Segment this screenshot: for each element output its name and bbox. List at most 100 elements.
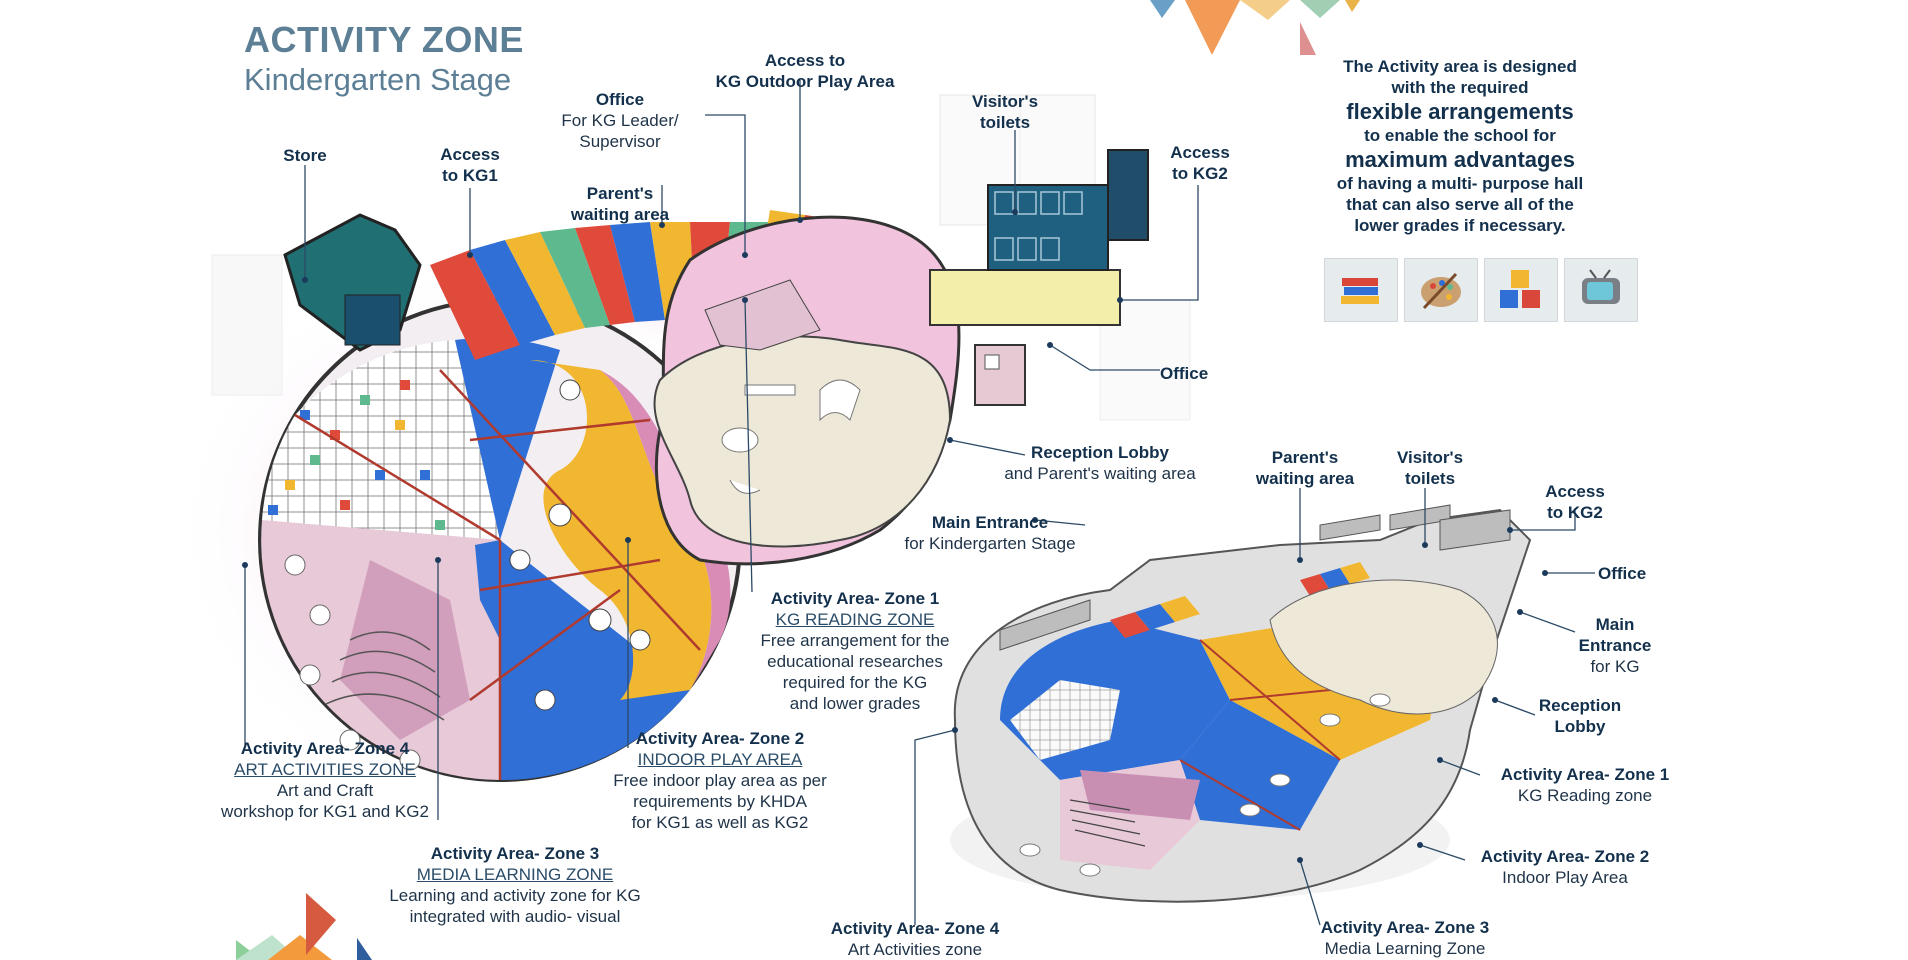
iso-label-zone-2: Activity Area- Zone 2 Indoor Play Area: [1465, 846, 1665, 888]
label-line: for KG: [1590, 657, 1640, 676]
iso-label-main-entrance: Main Entrance for KG: [1570, 614, 1660, 677]
label-line: toilets: [1404, 469, 1456, 488]
iso-leader-lines: [914, 488, 1595, 926]
label-line: Parent's: [586, 184, 654, 203]
label-line: Access: [1170, 143, 1230, 162]
label-line: Office: [1160, 364, 1209, 383]
label-line: waiting area: [1255, 469, 1355, 488]
label-line: Activity Area- Zone 4: [240, 739, 410, 758]
page-title-block: ACTIVITY ZONE Kindergarten Stage: [244, 18, 524, 98]
label-line: Activity Area- Zone 2: [1480, 847, 1650, 866]
page-title: ACTIVITY ZONE: [244, 19, 524, 60]
label-zone-1: Activity Area- Zone 1 KG READING ZONE Fr…: [735, 588, 975, 714]
label-zone-2: Activity Area- Zone 2 INDOOR PLAY AREA F…: [585, 728, 855, 833]
toilet-stalls: [994, 191, 1083, 261]
label-line: Supervisor: [579, 132, 661, 151]
abc-blocks-icon: [1484, 258, 1558, 322]
tv-icon: [1564, 258, 1638, 322]
label-line: For KG Leader/: [561, 111, 679, 130]
label-line: Main Entrance: [931, 513, 1049, 532]
label-line: Office: [595, 90, 645, 109]
label-line: Reception: [1538, 696, 1622, 715]
label-line: Visitor's: [1396, 448, 1464, 467]
media-round-tables: [284, 554, 421, 771]
label-store: Store: [275, 145, 335, 166]
label-line: Main: [1595, 615, 1635, 634]
label-line: for KG1 as well as KG2: [631, 813, 809, 832]
label-store-text: Store: [283, 146, 327, 165]
label-access-kg1: Access to KG1: [425, 144, 515, 186]
iso-walls: [999, 504, 1511, 651]
iso-seating: [1069, 799, 1146, 847]
label-line: required for the KG: [782, 673, 928, 692]
label-line: Access: [1545, 482, 1605, 501]
label-line: Access: [440, 145, 500, 164]
label-access-kg2: Access to KG2: [1155, 142, 1245, 184]
label-line: ART ACTIVITIES ZONE: [234, 760, 416, 779]
label-line: Lobby: [1554, 717, 1606, 736]
label-line: to KG2: [1172, 164, 1228, 183]
label-line: Visitor's: [971, 92, 1039, 111]
intro-line: to enable the school for: [1364, 126, 1556, 145]
label-line: to KG1: [442, 166, 498, 185]
intro-emphasis: maximum advantages: [1345, 147, 1575, 172]
art-grid-colored-cells: [268, 380, 445, 530]
label-office-top: Office For KG Leader/ Supervisor: [545, 89, 695, 152]
isometric-view: [950, 504, 1532, 903]
label-line: integrated with audio- visual: [409, 907, 621, 926]
label-line: Activity Area- Zone 3: [1320, 918, 1490, 937]
zone-dividers: [294, 369, 701, 780]
label-line: Art Activities zone: [847, 940, 983, 959]
label-line: Office: [1598, 564, 1647, 583]
label-zone-3: Activity Area- Zone 3 MEDIA LEARNING ZON…: [365, 843, 665, 927]
books-icon: [1324, 258, 1398, 322]
label-line: MEDIA LEARNING ZONE: [416, 865, 614, 884]
iso-leader-dots: [952, 527, 1548, 863]
intro-text: The Activity area is designed with the r…: [1300, 56, 1620, 236]
media-seating: [325, 631, 445, 721]
label-line: Access to: [764, 51, 846, 70]
label-outdoor-access: Access to KG Outdoor Play Area: [705, 50, 905, 92]
label-line: Indoor Play Area: [1502, 868, 1628, 887]
label-line: toilets: [979, 113, 1031, 132]
label-visitors-toilets: Visitor's toilets: [955, 91, 1055, 133]
label-office-right: Office: [1160, 363, 1230, 384]
intro-line: that can also serve all of the: [1346, 195, 1574, 214]
iso-round-tables: [1019, 693, 1391, 877]
label-line: and lower grades: [789, 694, 921, 713]
label-line: KG Outdoor Play Area: [715, 72, 895, 91]
floor-plan: [170, 149, 1149, 800]
label-line: educational researches: [767, 652, 943, 671]
label-line: waiting area: [570, 205, 670, 224]
label-main-entrance: Main Entrance for Kindergarten Stage: [880, 512, 1100, 554]
play-tables: [509, 379, 651, 711]
intro-line: with the required: [1391, 78, 1529, 97]
label-line: Art and Craft: [276, 781, 374, 800]
decor-triangles-top: [1150, 0, 1360, 55]
label-line: and Parent's waiting area: [1004, 464, 1196, 483]
label-line: Activity Area- Zone 3: [430, 844, 600, 863]
label-line: Activity Area- Zone 2: [635, 729, 805, 748]
label-line: Media Learning Zone: [1324, 939, 1486, 958]
label-line: Parent's: [1271, 448, 1339, 467]
label-line: Free indoor play area as per: [613, 771, 827, 790]
iso-label-office: Office: [1598, 563, 1658, 584]
iso-label-zone-1: Activity Area- Zone 1 KG Reading zone: [1485, 764, 1685, 806]
label-parents-waiting: Parent's waiting area: [555, 183, 685, 225]
label-line: Activity Area- Zone 1: [770, 589, 940, 608]
intro-line: The Activity area is designed: [1343, 57, 1577, 76]
label-reception-lobby: Reception Lobby and Parent's waiting are…: [975, 442, 1225, 484]
decor-triangles-bottom: [236, 893, 372, 960]
label-line: Entrance: [1578, 636, 1652, 655]
label-line: Reception Lobby: [1031, 443, 1169, 462]
label-line: to KG2: [1547, 503, 1603, 522]
iso-label-visitors-toilets: Visitor's toilets: [1380, 447, 1480, 489]
plan-leader-lines: [244, 80, 1199, 820]
iso-colored-stripes: [1110, 562, 1370, 638]
label-line: INDOOR PLAY AREA: [637, 750, 803, 769]
label-line: KG Reading zone: [1517, 786, 1653, 805]
label-line: Free arrangement for the: [760, 631, 950, 650]
label-line: Activity Area- Zone 4: [830, 919, 1000, 938]
label-line: Activity Area- Zone 1: [1500, 765, 1670, 784]
